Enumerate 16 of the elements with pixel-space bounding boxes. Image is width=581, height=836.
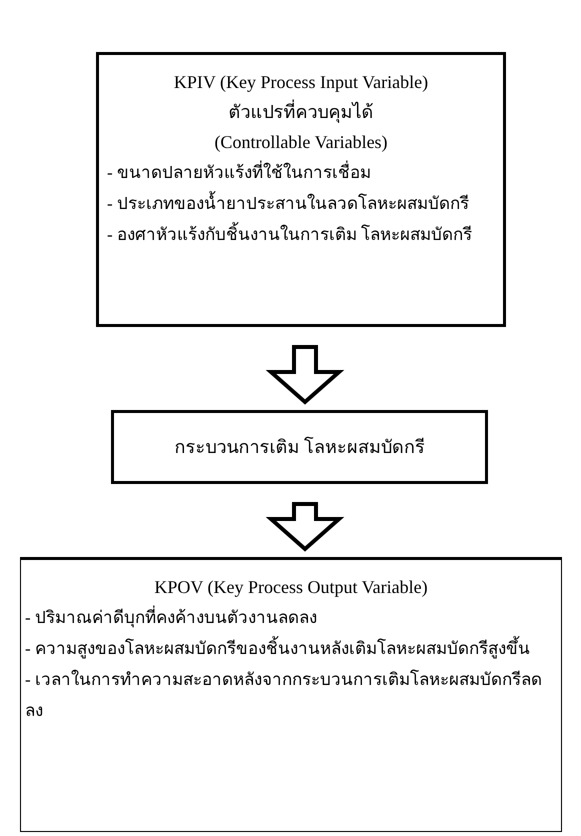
- box-heading: KPIV (Key Process Input Variable): [172, 71, 430, 94]
- bullet-text: - องศาหัวแร้งกับชิ้นงานในการเติม โลหะผสมบัดกรี: [107, 219, 495, 250]
- process-box: [20, 557, 562, 832]
- box-subheading: (Controllable Variables): [213, 131, 389, 154]
- bullet-text: - ขนาดปลายหัวแร้งที่ใช้ในการเชื่อม: [107, 157, 495, 188]
- bullet-text: - ความสูงของโลหะผสมบัดกรีของชิ้นงานหลังเติมโลหะผสมบัดกรีสูงขึ้น: [25, 633, 557, 664]
- bullet-text: - ปริมาณค่าดีบุกที่คงค้างบนตัวงานลดลง: [25, 602, 557, 633]
- block-arrow: [266, 345, 344, 405]
- box-heading: KPOV (Key Process Output Variable): [153, 576, 429, 599]
- block-arrow: [266, 502, 344, 552]
- bullet-text: - ประเภทของน้ำยาประสานในลวดโลหะผสมบัดกรี: [107, 188, 495, 219]
- box-subheading: ตัวแปรที่ควบคุมได้: [107, 97, 495, 127]
- bullet-text: - เวลาในการทำความสะอาดหลังจากกระบวนการเติมโลหะผสมบัดกรีลดลง: [25, 668, 543, 722]
- box-heading: กระบวนการเติม โลหะผสมบัดกรี: [173, 436, 426, 459]
- process-box: [96, 52, 506, 327]
- process-box: [111, 410, 488, 484]
